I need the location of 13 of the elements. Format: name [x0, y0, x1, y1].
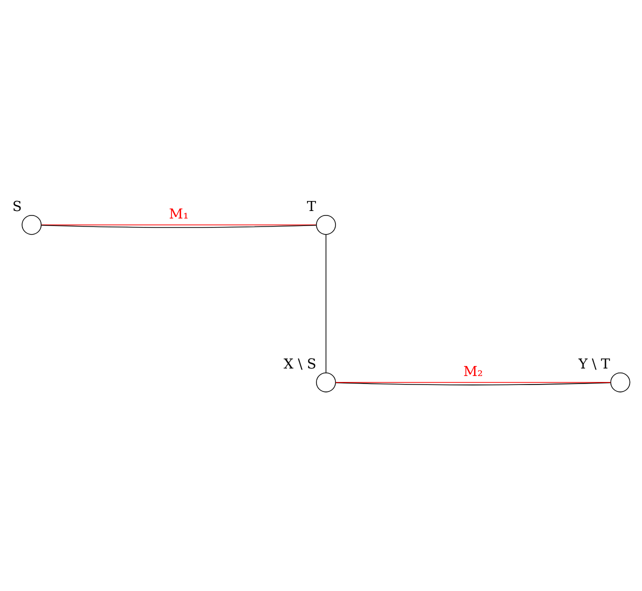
node-label: T	[306, 198, 316, 215]
node-circle	[316, 372, 336, 392]
edge-label: M₂	[463, 363, 483, 380]
node-circle	[610, 372, 630, 392]
connector	[41, 224, 317, 225]
node-label: Y \ T	[578, 356, 610, 372]
node-circle	[22, 214, 42, 234]
connector	[41, 224, 317, 228]
connector	[335, 382, 611, 385]
edge-label: M₁	[169, 206, 189, 222]
node-circle	[316, 214, 336, 234]
node-label: X \ S	[284, 356, 316, 372]
node-label: S	[12, 198, 22, 215]
